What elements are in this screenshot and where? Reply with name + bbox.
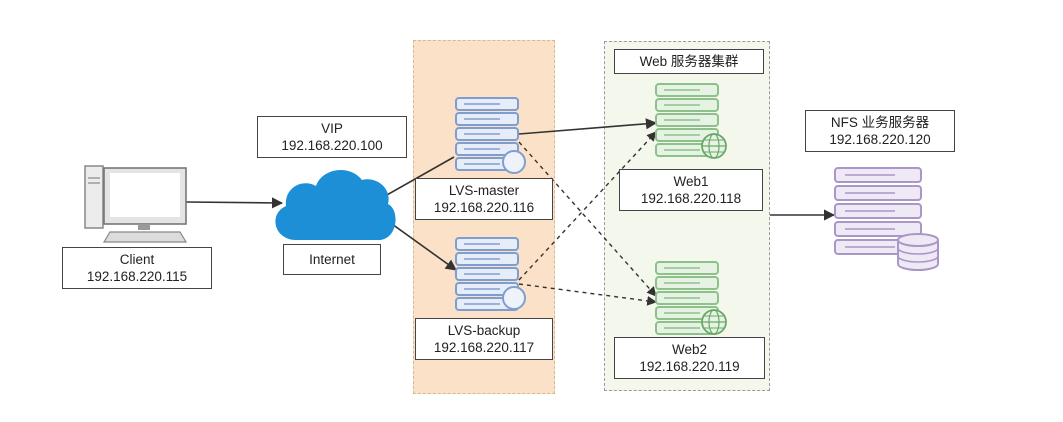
web2-ip: 192.168.220.119 bbox=[639, 359, 740, 374]
lvs-backup-server-icon bbox=[455, 237, 526, 311]
web1-label: Web1 192.168.220.118 bbox=[619, 169, 763, 211]
database-icon bbox=[897, 233, 939, 271]
internet-name: Internet bbox=[309, 252, 355, 267]
vip-name: VIP bbox=[321, 121, 343, 136]
client-label: Client 192.168.220.115 bbox=[62, 247, 212, 289]
web-cluster-title-text: Web 服务器集群 bbox=[639, 54, 739, 69]
nfs-label: NFS 业务服务器 192.168.220.120 bbox=[805, 110, 955, 152]
lvs-backup-name: LVS-backup bbox=[447, 323, 521, 338]
nfs-ip: 192.168.220.120 bbox=[829, 132, 931, 147]
web1-name: Web1 bbox=[673, 174, 709, 189]
nfs-name: NFS 业务服务器 bbox=[830, 115, 930, 130]
nfs-storage-server-icon bbox=[834, 167, 939, 271]
lvs-master-to-web2-dashed bbox=[518, 141, 657, 297]
lvs-master-to-web1-arrow bbox=[518, 118, 658, 135]
client-name: Client bbox=[119, 252, 155, 267]
internet-label: Internet bbox=[283, 244, 381, 275]
vip-ip: 192.168.220.100 bbox=[281, 138, 383, 153]
desktop-computer-icon bbox=[84, 165, 188, 243]
lvs-backup-to-web1-dashed bbox=[518, 131, 657, 281]
web1-server-icon bbox=[655, 83, 727, 159]
cloud-icon bbox=[275, 169, 396, 240]
lvs-master-name: LVS-master bbox=[448, 183, 520, 198]
lvs-master-ip: 192.168.220.116 bbox=[433, 200, 535, 215]
web-cluster-title: Web 服务器集群 bbox=[614, 49, 764, 74]
lvs-backup-to-web2-dashed bbox=[518, 283, 657, 306]
vip-label: VIP 192.168.220.100 bbox=[257, 116, 407, 158]
web2-label: Web2 192.168.220.119 bbox=[614, 337, 765, 379]
web2-name: Web2 bbox=[671, 342, 708, 357]
web2-server-icon bbox=[655, 261, 727, 335]
client-ip: 192.168.220.115 bbox=[86, 269, 188, 284]
lvs-master-server-icon bbox=[455, 97, 526, 174]
lvs-master-label: LVS-master 192.168.220.116 bbox=[415, 178, 553, 220]
web1-ip: 192.168.220.118 bbox=[640, 191, 742, 206]
lvs-backup-ip: 192.168.220.117 bbox=[433, 340, 535, 355]
lvs-backup-label: LVS-backup 192.168.220.117 bbox=[415, 318, 553, 360]
client-to-internet-arrow bbox=[185, 197, 284, 209]
